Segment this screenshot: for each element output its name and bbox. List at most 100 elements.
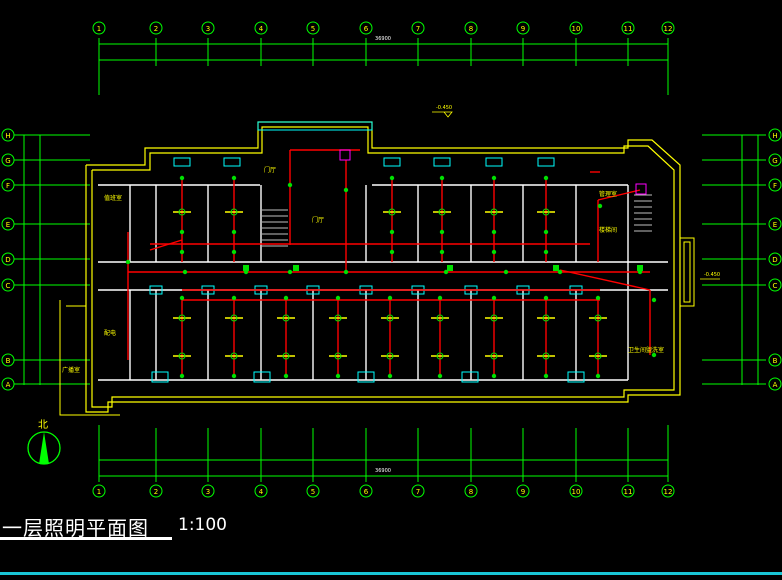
axis-bubble-bottom-10: 10 (569, 484, 583, 498)
axis-label: 4 (259, 25, 264, 33)
axis-bubble-top-5: 5 (306, 21, 320, 35)
window-unit (567, 371, 585, 383)
axis-label: 5 (311, 488, 315, 496)
axis-label: 11 (624, 488, 633, 496)
tube-fixture (537, 208, 555, 216)
switch-box (447, 265, 453, 271)
window-unit (433, 157, 451, 167)
room-label-left-office: 值班室 (104, 194, 122, 202)
tube-fixture (173, 208, 191, 216)
axis-bubble-right-E: E (768, 217, 782, 231)
fixture-dot (543, 295, 549, 301)
north-arrow: 北 (27, 419, 61, 465)
switch-box (553, 265, 559, 271)
tube-fixture (383, 208, 401, 216)
fixture-dot (439, 229, 445, 235)
tube-fixture (537, 352, 555, 360)
axis-bubble-top-8: 8 (464, 21, 478, 35)
left-axis-ticks (14, 134, 90, 385)
axis-label: 1 (97, 25, 101, 33)
axis-bubble-right-D: D (768, 252, 782, 266)
north-label: 北 (38, 419, 48, 431)
fixture-dot (125, 259, 131, 265)
axis-label: F (773, 182, 777, 190)
axis-label: 7 (416, 488, 420, 496)
fixture-dot (387, 295, 393, 301)
top-axis-ticks (98, 38, 669, 66)
fixture-dot (389, 229, 395, 235)
drawing-title: 一层照明平面图 (2, 516, 149, 540)
distribution-box (635, 183, 647, 195)
axis-bubble-top-1: 1 (92, 21, 106, 35)
axis-bubble-bottom-1: 1 (92, 484, 106, 498)
right-entrance (679, 237, 695, 307)
axis-label: 2 (154, 488, 158, 496)
fixture-dot (287, 269, 293, 275)
tube-fixture (225, 352, 243, 360)
window-unit (173, 157, 191, 167)
window-unit (357, 371, 375, 383)
axis-bubble-left-D: D (1, 252, 15, 266)
axis-bubble-left-G: G (1, 153, 15, 167)
fixture-dot (597, 203, 603, 209)
elevation-markers: -0.450 -0.450 (432, 105, 720, 280)
total-dimension-bottom: 36900 (375, 468, 391, 474)
tube-fixture (329, 314, 347, 322)
fixture-dot (595, 373, 601, 379)
circuit-line (597, 189, 641, 201)
axis-label: A (6, 381, 11, 389)
window-unit (253, 371, 271, 383)
fixture-dot (491, 373, 497, 379)
building-outline (85, 121, 681, 413)
switch-box (637, 265, 643, 271)
axis-bubble-bottom-5: 5 (306, 484, 320, 498)
fixture-dot (387, 373, 393, 379)
lighting-circuits (127, 149, 651, 378)
tube-fixture (589, 352, 607, 360)
axis-label: H (772, 132, 777, 140)
right-axis-ticks (702, 134, 766, 385)
light-fixtures (125, 149, 657, 379)
column (149, 285, 163, 295)
tube-fixture (225, 314, 243, 322)
tube-fixture (277, 352, 295, 360)
fixture-dot (543, 373, 549, 379)
tube-fixture (225, 208, 243, 216)
axis-label: E (6, 221, 10, 229)
window-unit (485, 157, 503, 167)
window-unit (151, 371, 169, 383)
elevation-top: -0.450 (436, 105, 452, 111)
site-boundary (59, 300, 120, 416)
axis-bubble-top-2: 2 (149, 21, 163, 35)
axis-label: 12 (664, 25, 673, 33)
axis-label: 1 (97, 488, 101, 496)
window-unit (537, 157, 555, 167)
fixture-dot (179, 229, 185, 235)
axis-bubble-bottom-3: 3 (201, 484, 215, 498)
axis-label: D (772, 256, 777, 264)
room-label-bottom-left: 广播室 (62, 366, 80, 374)
cyan-partitions (149, 157, 585, 383)
fixture-dot (543, 175, 549, 181)
fixture-dot (179, 295, 185, 301)
axis-bubble-left-H: H (1, 128, 15, 142)
axis-label: H (5, 132, 10, 140)
top-entrance (257, 121, 373, 131)
distribution-box (339, 149, 351, 161)
axis-bubble-top-11: 11 (621, 21, 635, 35)
elevation-right: -0.450 (704, 272, 720, 278)
axis-label: 10 (572, 488, 581, 496)
fixture-dot (182, 269, 188, 275)
axis-label: 4 (259, 488, 264, 496)
fixture-dot (343, 269, 349, 275)
axis-label: 6 (364, 25, 369, 33)
axis-label: 7 (416, 25, 420, 33)
axis-bubble-left-E: E (1, 217, 15, 231)
bottom-rule (0, 572, 782, 575)
fixture-dot (283, 373, 289, 379)
fixture-dot (335, 295, 341, 301)
window-unit (461, 371, 479, 383)
total-dimension-top: 36900 (375, 36, 391, 42)
